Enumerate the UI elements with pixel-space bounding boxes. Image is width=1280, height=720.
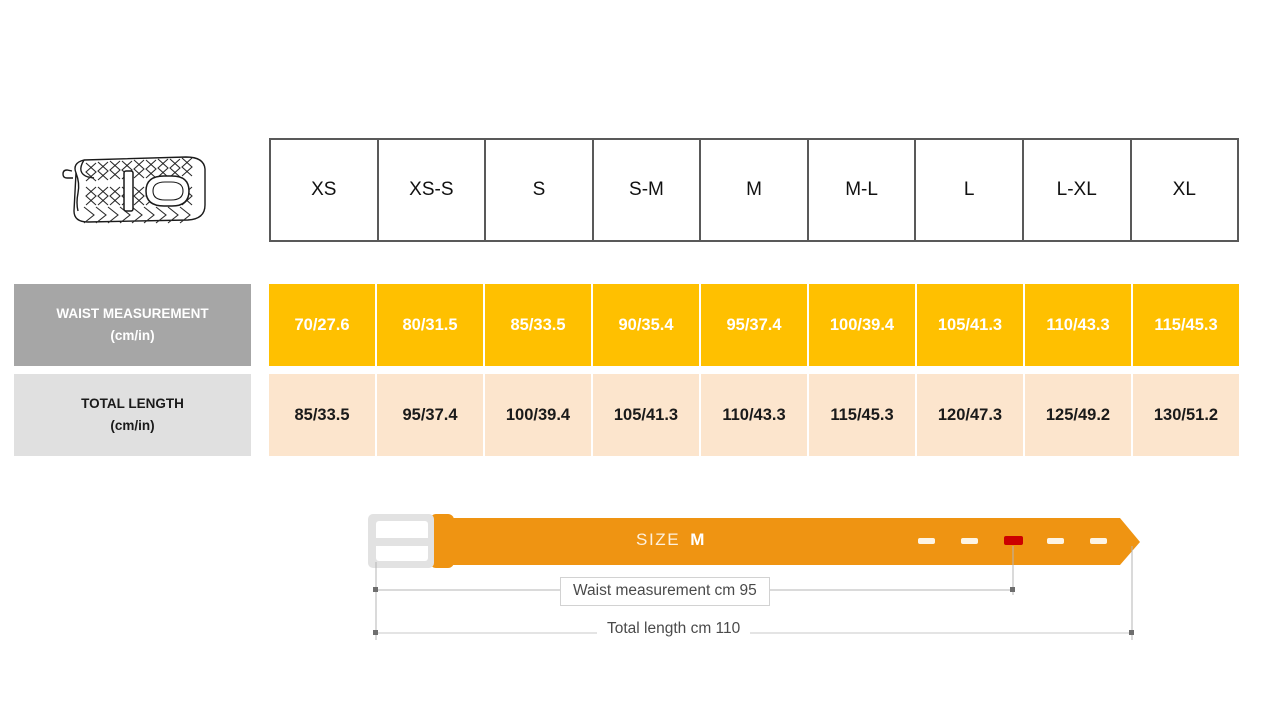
length-value-cell: 100/39.4 [485,374,593,456]
waist-measurement-row: WAIST MEASUREMENT (cm/in) 70/27.6 80/31.… [14,284,1239,366]
length-dim-tick-right [1129,630,1134,635]
size-header-cell: M [701,140,809,240]
belt-strap [438,518,1140,565]
total-length-label: TOTAL LENGTH (cm/in) [14,374,251,456]
belt-measurement-diagram [368,514,1140,640]
waist-dim-tick-right [1010,587,1015,592]
length-value-cell: 130/51.2 [1133,374,1239,456]
waist-dim-tick-left [373,587,378,592]
total-length-values: 85/33.5 95/37.4 100/39.4 105/41.3 110/43… [269,374,1239,456]
length-label-unit: (cm/in) [110,418,155,433]
waist-label-unit: (cm/in) [110,328,155,343]
belt-hole [961,538,978,544]
size-header-cell: S [486,140,594,240]
length-value-cell: 125/49.2 [1025,374,1133,456]
waist-value-cell: 95/37.4 [701,284,809,366]
belt-hole [918,538,935,544]
belt-size-value: M [690,530,705,549]
length-value-cell: 110/43.3 [701,374,809,456]
waist-value-cell: 110/43.3 [1025,284,1133,366]
waist-value-cell: 90/35.4 [593,284,701,366]
length-value-cell: 95/37.4 [377,374,485,456]
waist-value-cell: 115/45.3 [1133,284,1239,366]
waist-measurement-callout: Waist measurement cm 95 [560,577,770,606]
waist-value-cell: 80/31.5 [377,284,485,366]
buckle-prong-bar [370,538,434,546]
size-header-cell: XS-S [379,140,487,240]
waist-values: 70/27.6 80/31.5 85/33.5 90/35.4 95/37.4 … [269,284,1239,366]
size-header-cell: XS [271,140,379,240]
belt-hole-active [1004,536,1023,545]
size-header-cell: S-M [594,140,702,240]
size-header-cell: L-XL [1024,140,1132,240]
belt-keeper-loop [430,514,454,568]
belt-size-word: SIZE [636,530,681,549]
length-value-cell: 115/45.3 [809,374,917,456]
length-dim-tick-left [373,630,378,635]
length-label-line1: TOTAL LENGTH [81,396,184,412]
waist-label-line1: WAIST MEASUREMENT [56,306,209,322]
total-length-callout: Total length cm 110 [597,618,751,640]
size-header-cell: XL [1172,179,1196,200]
length-value-cell: 120/47.3 [917,374,1025,456]
belt-hole [1090,538,1107,544]
waist-value-cell: 105/41.3 [917,284,1025,366]
woven-belt-illustration [62,156,206,224]
waist-value-cell: 70/27.6 [269,284,377,366]
size-header-cell: M-L [809,140,917,240]
waist-measurement-label: WAIST MEASUREMENT (cm/in) [14,284,251,366]
length-value-cell: 105/41.3 [593,374,701,456]
belt-size-label: SIZE M [636,530,704,550]
belt-hole [1047,538,1064,544]
waist-value-cell: 85/33.5 [485,284,593,366]
total-length-row: TOTAL LENGTH (cm/in) 85/33.5 95/37.4 100… [14,374,1239,456]
size-header-cell: L [916,140,1024,240]
length-value-cell: 85/33.5 [269,374,377,456]
waist-value-cell: 100/39.4 [809,284,917,366]
size-header-table: XS XS-S S S-M M M-L L L-XL XL [269,138,1239,242]
